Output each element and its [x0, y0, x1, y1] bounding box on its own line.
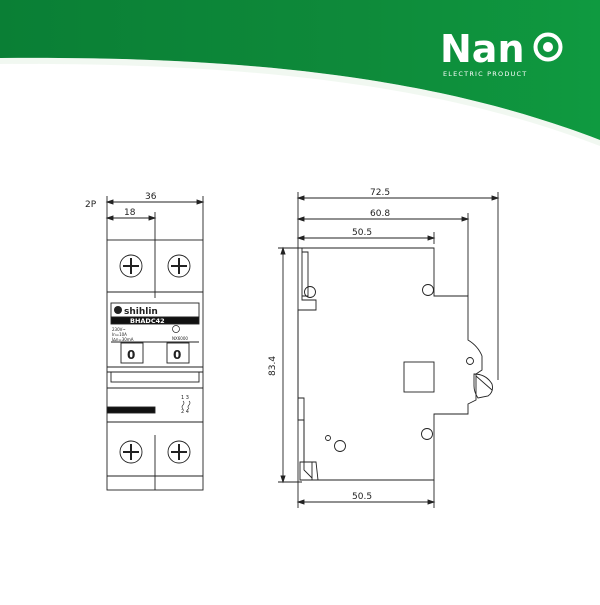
pole-label: 2P — [85, 200, 97, 210]
terminal-screw-top-right — [167, 254, 191, 278]
device-brand: shihlin — [124, 307, 158, 317]
spec-residual: I∆n=30mA — [112, 337, 134, 342]
spec-current: In=10A — [112, 332, 127, 337]
dim-pole-width: 18 — [124, 208, 136, 218]
terminal-marks-top: 1 3 — [181, 395, 189, 401]
dim-depth-mid: 60.8 — [370, 209, 390, 219]
device-model: BHADC42 — [130, 317, 165, 325]
brand-name: Nan — [440, 27, 525, 71]
power-ring-icon — [533, 32, 563, 62]
header-accent — [0, 57, 600, 147]
dim-depth-total: 72.5 — [370, 188, 390, 198]
dim-height: 83.4 — [268, 356, 278, 376]
dim-depth-rail-bottom: 50.5 — [352, 492, 372, 502]
terminal-screw-bottom-right — [167, 440, 191, 464]
side-view — [278, 192, 500, 508]
toggle-left-state: 0 — [127, 348, 135, 362]
toggle-right-state: 0 — [173, 348, 181, 362]
dim-depth-rail-top: 50.5 — [352, 228, 372, 238]
terminal-screw-top-left — [119, 254, 143, 278]
header-banner — [0, 0, 600, 140]
dim-overall-width: 36 — [145, 192, 157, 202]
brand-tagline: ELECTRIC PRODUCT — [443, 70, 527, 78]
front-view — [105, 196, 205, 491]
certification-mark-icon — [172, 325, 180, 333]
terminal-marks-bottom: 2 4 — [181, 409, 189, 415]
shihlin-logo-icon — [114, 306, 122, 314]
standard-mark: NX6000 — [172, 336, 188, 341]
spec-voltage: 230V~ — [112, 327, 126, 332]
circuit-symbol-icon — [181, 400, 191, 410]
terminal-screw-bottom-left — [119, 440, 143, 464]
